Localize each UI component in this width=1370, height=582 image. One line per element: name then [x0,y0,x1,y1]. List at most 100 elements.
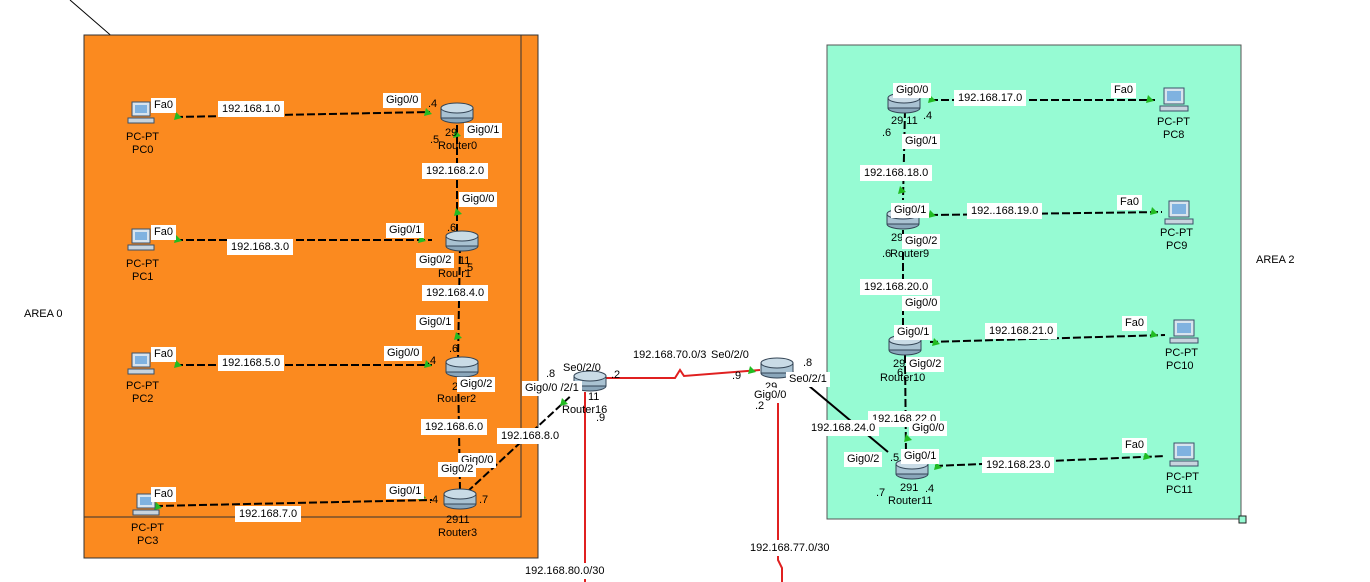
port-label-pc9-fa0: Fa0 [1117,195,1142,210]
router2-name: Rou er2 [437,393,477,405]
port-label-pc0-fa0: Fa0 [151,98,176,113]
network-label-192-168-23-0[interactable]: 192.168.23.0 [982,457,1055,473]
port-label-pc1-fa0: Fa0 [151,225,176,240]
router9-model: 29 [891,232,904,244]
port-status-marker [1143,452,1151,460]
pc-icon-pc11[interactable] [1169,442,1199,467]
port-status-marker [932,338,940,346]
port-addr-router16-down: .9 [596,412,606,424]
pc8-name: PC8 [1163,129,1185,141]
pc-icon-pc3[interactable] [132,493,160,516]
port-addr-router0-gig01: .5 [430,134,440,146]
router2-model: 2 [452,381,459,393]
port-status-marker [454,208,462,216]
network-label-192-168-2-0[interactable]: 192.168.2.0 [422,163,489,179]
port-label-router1-gig00: Gig0/0 [459,192,498,207]
port-label-router10-gig00: Gig0/0 [902,296,941,311]
router0-model: 29 [445,127,458,139]
router10-name: Router10 [880,372,926,384]
pc-icon-pc10[interactable] [1169,319,1199,344]
network-label-192-168-20-0[interactable]: 192.168.20.0 [860,279,933,295]
network-label-192-168-5-0[interactable]: 192.168.5.0 [218,355,285,371]
link-router1-router2[interactable] [457,244,461,361]
router10-model: 29 [893,358,906,370]
router-icon-router2[interactable] [445,356,479,378]
port-addr-router0-gig00: .4 [428,98,438,110]
network-label-192-168-1-0[interactable]: 192.168.1.0 [218,101,285,117]
port-addr-router8-gig00: .4 [923,110,933,122]
router-icon-router0[interactable] [440,102,474,124]
router11-model: 291 [900,482,919,494]
pc-icon-pc2[interactable] [127,352,155,375]
area2-resize-handle[interactable] [1238,515,1247,524]
port-addr-router16-left: .8 [546,368,556,380]
pc1-type: PC-PT [126,258,159,270]
port-addr-router3-gig00: .7 [479,494,489,506]
network-label-192-168-3-0[interactable]: 192.168.3.0 [227,239,294,255]
network-label-192-168-4-0[interactable]: 192.168.4.0 [422,285,489,301]
port-label-router16-gig00-s021: Gig0/0 /2/1 [522,381,582,396]
port-label-router0-gig00: Gig0/0 [383,93,422,108]
network-label-192-168-80-0[interactable]: 192.168.80.0/30 [521,563,609,579]
port-label-pc8-fa0: Fa0 [1111,83,1136,98]
network-label-192-168-17-0[interactable]: 192.168.17.0 [954,90,1027,106]
port-addr-router8-gig01: .6 [882,127,892,139]
port-label-router9-gig01: Gig0/1 [891,203,930,218]
link-router16-routermid[interactable] [600,368,761,379]
port-label-router10-gig01: Gig0/1 [894,325,933,340]
router-icon-router3[interactable] [443,488,477,510]
area2-label: AREA 2 [1256,254,1295,266]
network-label-192-168-6-0[interactable]: 192.168.6.0 [421,419,488,435]
network-label-192-168-21-0[interactable]: 192.168.21.0 [985,323,1058,339]
pc9-type: PC-PT [1160,227,1193,239]
network-label-192-168-70-0[interactable]: 192.168.70.0/3 [629,347,711,363]
router-icon-router1[interactable] [445,230,479,252]
pc-icon-pc1[interactable] [127,228,155,251]
link-router8-router9[interactable] [902,109,906,201]
port-label-router8-gig01: Gig0/1 [902,134,941,149]
network-label-192-168-19-0[interactable]: 192..168.19.0 [967,203,1043,219]
port-addr-routermid-gig00: .2 [755,400,765,412]
port-status-marker [424,360,432,368]
router3-model: 2911 [446,514,470,526]
port-label-router0-gig01: Gig0/1 [464,123,503,138]
port-addr-router3-gig01: .4 [429,494,439,506]
port-addr-router1-gig02: .5 [464,262,474,274]
port-status-marker [453,130,461,138]
port-addr-router2-gig01: .6 [449,343,459,355]
network-label-192-168-77-0[interactable]: 192.168.77.0/30 [746,540,834,556]
port-label-router8-gig00: Gig0/0 [893,83,932,98]
port-label-router16-se020: Se0/2/0 [563,362,601,374]
router-icon-router16[interactable] [573,370,607,392]
link-pc0-router0[interactable] [174,111,431,118]
port-label-pc10-fa0: Fa0 [1122,316,1147,331]
port-status-marker [1150,330,1158,338]
link-pc3-router3[interactable] [154,499,433,507]
pc1-name: PC1 [132,271,154,283]
port-status-marker [174,112,182,120]
pc-icon-pc9[interactable] [1164,200,1194,225]
router-icon-router-mid[interactable] [760,357,794,379]
link-routermid-down[interactable] [777,388,783,582]
pc11-type: PC-PT [1166,471,1199,483]
port-status-marker [424,108,432,116]
network-label-192-168-24-0[interactable]: 192.168.24.0 [807,420,880,436]
port-status-marker [1146,95,1154,103]
network-label-192-168-7-0[interactable]: 192.168.7.0 [235,506,302,522]
router0-name: Router0 [438,140,478,152]
network-label-192-168-18-0[interactable]: 192.168.18.0 [860,165,933,181]
pc-icon-pc8[interactable] [1159,87,1189,112]
port-label-routermid-se021: Se0/2/1 [786,372,830,387]
pc2-type: PC-PT [126,380,159,392]
pc8-type: PC-PT [1157,116,1190,128]
area0-inner-border [84,34,522,518]
network-label-192-168-8-0[interactable]: 192.168.8.0 [497,428,564,444]
pc-icon-pc0[interactable] [127,101,155,124]
port-label-router1-gig01: Gig0/1 [386,223,425,238]
port-status-marker [934,462,942,470]
router16-name: Router16 [562,404,608,416]
port-addr-routermid-top: .8 [803,357,813,369]
port-status-marker [748,366,756,374]
port-status-marker [904,434,912,442]
